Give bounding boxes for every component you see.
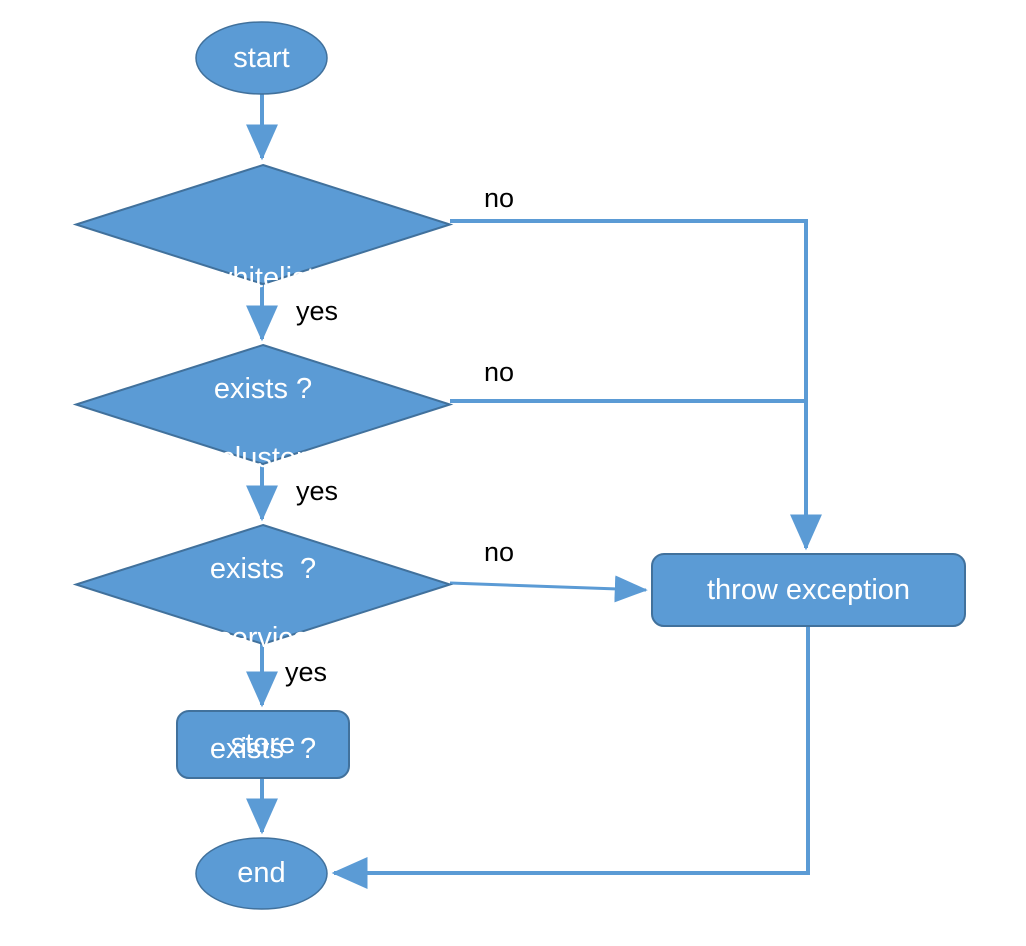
edge-label-whitelist-no: no (484, 183, 515, 213)
edge-label-cluster-no: no (484, 357, 515, 387)
node-whitelist-exists[interactable] (72, 163, 454, 286)
edge-label-whitelist-yes: yes (296, 296, 339, 326)
edge-service-no (449, 575, 648, 603)
node-store[interactable] (176, 710, 350, 779)
edge-label-cluster-yes: yes (296, 476, 339, 506)
node-throw-exception[interactable] (651, 553, 966, 627)
edge-throw-exception-to-end (331, 626, 810, 889)
node-service-exists[interactable] (72, 523, 454, 646)
node-start[interactable] (195, 21, 328, 95)
edge-label-service-yes: yes (285, 657, 328, 687)
node-cluster-exists[interactable] (72, 343, 454, 466)
node-end[interactable] (195, 837, 328, 910)
edge-whitelist-no (450, 219, 822, 551)
edge-label-service-no: no (484, 537, 515, 567)
